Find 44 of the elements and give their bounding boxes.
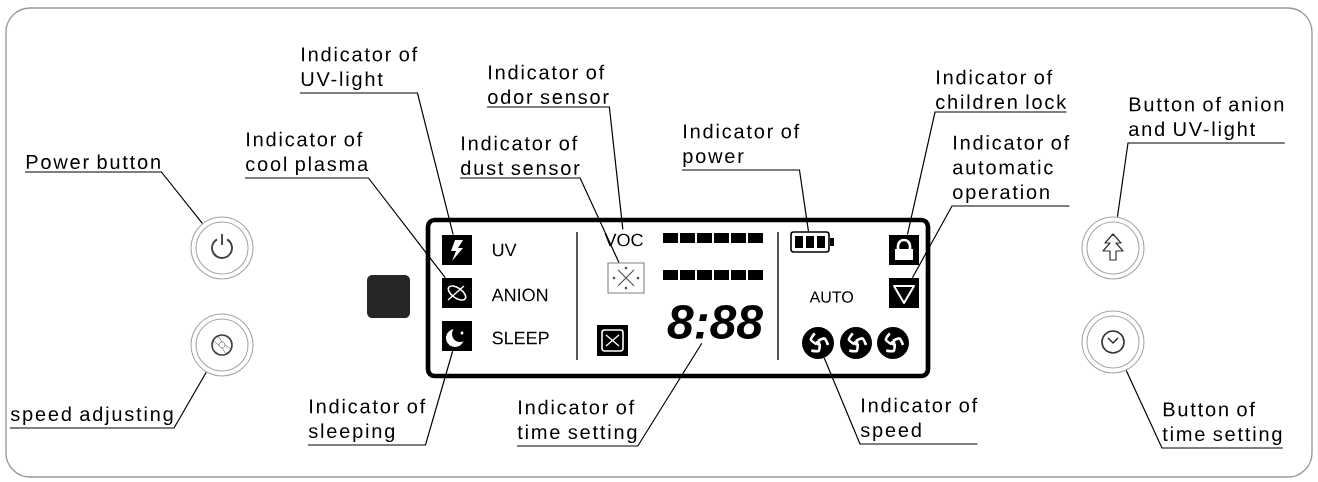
callout-text: Indicator of time setting — [517, 399, 637, 444]
leaf-icon — [442, 278, 472, 308]
battery-icon — [790, 231, 834, 253]
callout-text: Button of time setting — [1162, 401, 1282, 446]
callout-text: speed adjusting — [10, 406, 173, 426]
leader-line — [911, 205, 1071, 279]
display-text: SLEEP — [492, 331, 549, 345]
callout-text: Indicator of odor sensor — [488, 64, 609, 105]
leader-line — [1116, 142, 1286, 218]
callout-text: Indicator of automatic operation — [953, 135, 1070, 204]
leader-line — [516, 342, 703, 447]
asterisk-icon — [607, 262, 645, 294]
leader-line — [244, 177, 446, 279]
callout-text: Indicator of children lock — [936, 69, 1067, 110]
display-text: UV — [493, 243, 517, 257]
leader-line — [1125, 370, 1284, 449]
leader-line — [9, 371, 207, 429]
callout-text: Indicator of power — [683, 123, 800, 168]
lightning-icon — [442, 235, 472, 265]
callout-text: Indicator of cool plasma — [246, 131, 369, 176]
leader-line — [307, 350, 454, 446]
callout-text: Power button — [26, 154, 160, 170]
callout-text: Indicator of dust sensor — [461, 135, 580, 176]
callout-text: Indicator of speed — [860, 397, 978, 442]
display-text: AUTO — [809, 291, 853, 303]
leader-line — [459, 177, 620, 264]
speed-button — [190, 313, 254, 377]
display-text: ANION — [491, 288, 548, 302]
lock-icon — [889, 235, 919, 265]
callout-text: Indicator of UV-light — [301, 46, 418, 91]
leader-line — [823, 357, 979, 445]
leader-line — [24, 171, 203, 224]
leader-line — [681, 169, 809, 232]
leader-line — [906, 111, 1068, 236]
power-button — [190, 216, 254, 280]
fan-icon — [802, 327, 834, 359]
moon-icon — [442, 321, 472, 351]
leader-line — [299, 92, 454, 236]
clock-button — [1081, 310, 1145, 374]
digit-display: 8:88 — [667, 305, 763, 339]
leader-line — [486, 106, 624, 230]
callout-text: Button of anion and UV-light — [1129, 96, 1284, 141]
tree-button — [1081, 216, 1145, 280]
callout-text: Indicator of sleeping — [308, 398, 426, 443]
